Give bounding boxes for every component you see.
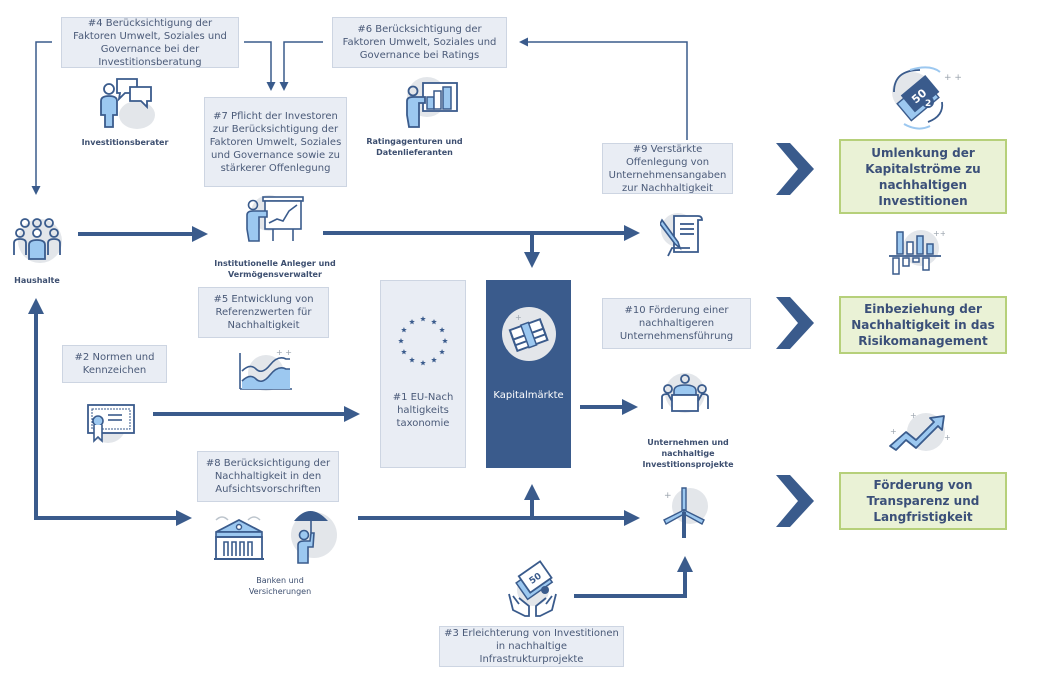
line-m4-to-m7 bbox=[244, 41, 276, 91]
svg-text:+: + bbox=[664, 491, 672, 501]
measure-1-taxonomy-box: #1 EU-Nach haltigkeits taxonomie bbox=[380, 280, 466, 468]
eu-star bbox=[442, 338, 448, 344]
eu-star bbox=[401, 349, 407, 355]
chevron-right-icon bbox=[776, 143, 814, 195]
measure-10-box: #10 Förderung einer nachhaltigeren Unter… bbox=[602, 298, 751, 349]
svg-text:+ +: + + bbox=[276, 348, 292, 357]
line-m6-to-m7 bbox=[279, 41, 323, 91]
eu-star bbox=[409, 318, 415, 325]
measure-7-box: #7 Pflicht der Investoren zur Berücksich… bbox=[204, 97, 347, 187]
svg-text:+: + bbox=[890, 427, 897, 436]
bar-risk-icon: ++ bbox=[889, 229, 945, 275]
svg-text:+: + bbox=[515, 313, 522, 322]
capital-markets-label: Kapitalmärkte bbox=[493, 390, 564, 401]
eu-star bbox=[439, 349, 445, 355]
measure-2-box: #2 Normen und Kennzeichen bbox=[62, 345, 167, 383]
goal-transparency: Förderung von Transparenz und Langfristi… bbox=[839, 472, 1007, 530]
advisors-label: Investitionsberater bbox=[81, 138, 169, 147]
svg-text:2: 2 bbox=[925, 99, 931, 109]
arrow-infra-wind bbox=[574, 556, 693, 598]
goal-risk-management: Einbeziehung der Nachhaltigkeit in das R… bbox=[839, 296, 1007, 354]
goal-redirect-capital: Umlenkung der Kapitalströme zu nachhalti… bbox=[839, 139, 1007, 214]
eu-star bbox=[398, 338, 404, 344]
measure-3-box: #3 Erleichterung von Investitionen in na… bbox=[439, 626, 624, 667]
measure-5-box: #5 Entwicklung von Referenzwerten für Na… bbox=[198, 287, 329, 338]
people-group-icon bbox=[13, 218, 62, 263]
chevron-right-icon bbox=[776, 475, 814, 527]
arrow-households-loop bbox=[34, 330, 192, 526]
eu-star bbox=[409, 357, 415, 363]
banks-label: Banken und Versicherungen bbox=[248, 576, 312, 596]
eu-star bbox=[420, 360, 426, 366]
measure-6-box: #6 Berücksichtigung der Faktoren Umwelt,… bbox=[332, 17, 507, 68]
eu-stars-icon bbox=[398, 316, 448, 366]
eu-star bbox=[439, 327, 445, 333]
presenter-chart-icon bbox=[246, 195, 304, 242]
eu-star bbox=[401, 327, 407, 333]
hands-money-icon: 50 bbox=[508, 560, 557, 617]
chevron-right-icon bbox=[776, 297, 814, 349]
measure-4-box: #4 Berücksichtigung der Faktoren Umwelt,… bbox=[61, 17, 239, 68]
companies-label: Unternehmen und nachhaltige Investitions… bbox=[642, 438, 734, 469]
signed-document-icon bbox=[660, 213, 703, 257]
line-chart-icon: + + bbox=[239, 348, 292, 391]
svg-text:+: + bbox=[944, 433, 951, 442]
households-label: Haushalte bbox=[14, 276, 60, 285]
svg-text:+: + bbox=[910, 411, 917, 420]
measure-9-box: #9 Verstärkte Offenlegung von Unternehme… bbox=[602, 143, 733, 194]
certificate-icon bbox=[87, 404, 135, 443]
growth-arrow-icon: + + + bbox=[889, 411, 951, 451]
bank-building-icon bbox=[214, 516, 264, 560]
advisor-speech-icon bbox=[100, 78, 155, 129]
measure-8-box: #8 Berücksichtigung der Nachhaltigkeit i… bbox=[197, 451, 339, 502]
money-stack-icon: + bbox=[501, 307, 556, 361]
line-m9-to-m6 bbox=[519, 37, 688, 140]
eu-star bbox=[431, 357, 437, 363]
money-cycle-icon: 50 2 + + bbox=[892, 66, 962, 130]
meeting-table-icon bbox=[661, 373, 709, 413]
measure-1-label: #1 EU-Nach haltigkeits taxonomie bbox=[392, 392, 454, 429]
eu-star bbox=[431, 318, 437, 325]
umbrella-person-icon bbox=[291, 511, 337, 564]
line-m4-to-households bbox=[31, 41, 52, 195]
capital-markets-box: + Kapitalmärkte bbox=[486, 280, 571, 468]
ratings-label: Ratingagenturen und Datenlieferanten bbox=[366, 137, 463, 157]
eu-star bbox=[420, 316, 426, 322]
institutional-label: Institutionelle Anleger und Vermögensver… bbox=[214, 259, 336, 279]
svg-text:+ +: + + bbox=[944, 73, 962, 83]
wind-turbine-icon: + bbox=[663, 487, 708, 538]
presenter-bar-chart-icon bbox=[406, 77, 458, 128]
svg-text:++: ++ bbox=[933, 229, 945, 238]
